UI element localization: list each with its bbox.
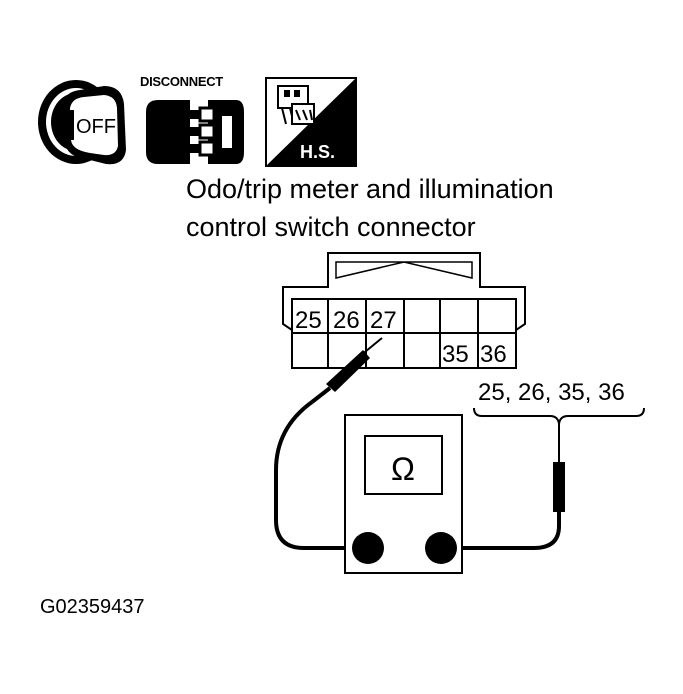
harness-side-icon: H.S. [265, 77, 357, 167]
connector-title-line2: control switch connector [186, 212, 476, 242]
disconnect-label: DISCONNECT [140, 74, 223, 89]
ohmmeter-left-jack [352, 532, 384, 564]
terminal-36: 36 [480, 341, 507, 368]
probe-terminals-label: 25, 26, 35, 36 [478, 379, 625, 406]
terminal-bracket [473, 407, 645, 425]
terminal-35: 35 [442, 341, 469, 368]
key-off-text: OFF [76, 116, 116, 138]
terminal-25: 25 [295, 307, 322, 334]
connector-title-line1: Odo/trip meter and illumination [186, 174, 554, 204]
ohmmeter-right-jack [425, 532, 457, 564]
left-test-probe [274, 337, 383, 550]
connector-body [282, 252, 526, 369]
ignition-key-off-icon: OFF [38, 80, 126, 165]
ohmmeter-display [364, 435, 443, 495]
terminal-26: 26 [333, 307, 360, 334]
right-test-probe [458, 420, 565, 550]
hs-label: H.S. [300, 142, 335, 162]
disconnect-connector-icon [142, 96, 244, 166]
ohm-symbol: Ω [391, 451, 415, 487]
terminal-27: 27 [370, 307, 397, 334]
ohmmeter: Ω [344, 414, 463, 574]
figure-code: G02359437 [40, 596, 145, 618]
